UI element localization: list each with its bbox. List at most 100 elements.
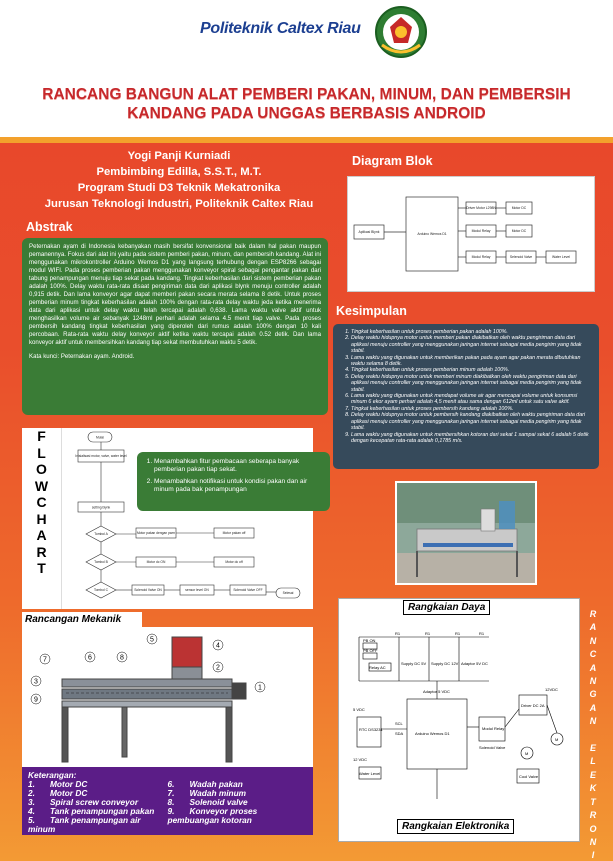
flow-letter: O (36, 461, 47, 477)
callout-5: 5 (150, 637, 154, 644)
item-text: Wadah minum (189, 788, 247, 798)
title-line-1: RANCANG BANGUN ALAT PEMBERI PAKAN, MINUM… (42, 86, 571, 103)
kesimpulan-list: Tingkat keberhasilan untuk proses pember… (341, 329, 593, 444)
vert-letter: N (589, 716, 597, 727)
daya-adaptor: Adaptor 5V DC (461, 661, 488, 666)
item-text: Solenoid valve (189, 797, 248, 807)
supervisor: Pembimbing Edilla, S.S.T., M.T. (96, 166, 262, 178)
flow-letter: W (34, 477, 49, 494)
abstrak-heading: Abstrak (26, 220, 73, 234)
list-item: 2.Motor DC (28, 789, 168, 798)
daya-pb-on: PB ON (363, 638, 376, 643)
rangkaian-svg: PB ON PB OFF R1 R1 R1 R1 Relay AC Supply… (353, 631, 564, 799)
elek-valve: Cool Valve (519, 774, 539, 779)
vert-letter: A (589, 702, 597, 713)
item-text: Motor DC (50, 779, 88, 789)
vert-letter: L (590, 756, 596, 767)
mekanik-drawing: 5 4 7 6 8 2 3 1 9 (22, 627, 313, 767)
flow-letter: H (36, 510, 47, 527)
poster-title: RANCANG BANGUN ALAT PEMBERI PAKAN, MINUM… (20, 85, 593, 123)
callout-6: 6 (88, 655, 92, 662)
block-diagram: Aplikasi Blynk Arduino Wemos D1 Driver M… (347, 176, 595, 292)
callout-9: 9 (34, 697, 38, 704)
flow-tombol-b: Tombol B (94, 560, 109, 564)
item-text: Tank penampungan air minum (28, 815, 141, 834)
item-text: Spiral screw conveyor (50, 797, 139, 807)
keterangan-right: 6.Wadah pakan 7.Wadah minum 8. Solenoid v… (168, 780, 308, 834)
flowchart-svg: Mulai Inisialisasi motor, valve, water l… (75, 431, 301, 599)
list-item: 1.Motor DC (28, 780, 168, 789)
callout-8: 8 (120, 655, 124, 662)
list-item: 9.Konveyor proses pembuangan kotoran (168, 807, 308, 825)
vert-letter: K (589, 783, 597, 794)
vert-letter: R (589, 609, 597, 619)
flow-start: Mulai (96, 436, 104, 440)
block-driver: Driver Motor L298N (466, 206, 496, 210)
elek-sda: SDA (395, 731, 404, 736)
vert-letter: C (589, 649, 597, 660)
item-number: 9. (167, 806, 175, 816)
daya-r1-a: R1 (395, 631, 401, 636)
flow-tombol-c: Tombol C (94, 588, 109, 592)
rangkaian-daya-heading: Rangkaian Daya (403, 600, 491, 615)
elek-12vdc-top: 12VDC (545, 687, 558, 692)
flow-letter: C (36, 494, 47, 510)
list-item: Tingkat keberhasilan untuk proses pember… (351, 367, 593, 373)
elek-motor-1: M (555, 737, 558, 742)
divider (0, 137, 613, 143)
flow-letter: A (36, 527, 47, 543)
flow-valve-off: Solenoid Valve OFF (233, 588, 262, 592)
item-number: 6. (167, 779, 175, 789)
elek-scl: SCL (395, 721, 404, 726)
vert-letter: N (589, 836, 597, 847)
abstrak-box: Peternakan ayam di Indonesia kebanyakan … (22, 238, 328, 415)
list-item: 7.Wadah minum (168, 789, 308, 798)
block-diagram-svg: Aplikasi Blynk Arduino Wemos D1 Driver M… (353, 196, 577, 272)
elek-solenoid: Solenoid Valve (479, 745, 506, 750)
vert-letter: R (589, 810, 597, 821)
elek-relay: Modul Relay (482, 726, 504, 731)
vert-letter: N (589, 635, 597, 646)
saran-box: Menambahkan fitur pembacaan seberapa ban… (137, 452, 330, 511)
authors-block: Yogi Panji Kurniadi Pembimbing Edilla, S… (14, 148, 344, 212)
keterangan-heading: Keterangan: (28, 770, 77, 780)
keterangan-columns: 1.Motor DC 2.Motor DC 3.Spiral screw con… (28, 780, 307, 834)
flow-blynk: setting blynk (92, 506, 111, 510)
vert-letter: A (589, 662, 597, 673)
elek-5vdc: 5 VDC (353, 707, 365, 712)
elek-arduino: Arduino Wemos D1 (415, 731, 450, 736)
list-item: 3.Spiral screw conveyor (28, 798, 168, 807)
abstrak-body: Peternakan ayam di Indonesia kebanyakan … (29, 243, 321, 346)
list-item: 6.Wadah pakan (168, 780, 308, 789)
list-item: Tingkat keberhasilan untuk proses pember… (351, 329, 593, 335)
flow-motor-off: Motor pakan off (223, 531, 246, 535)
kesimpulan-heading: Kesimpulan (336, 304, 407, 318)
flowchart-vertical-label: F L O W C H A R T (22, 428, 62, 609)
flow-init: Inisialisasi motor, valve, water level (75, 454, 127, 458)
mekanik-svg: 5 4 7 6 8 2 3 1 9 (30, 633, 266, 763)
rangkaian-elektronika-heading: Rangkaian Elektronika (397, 819, 515, 834)
flow-dc-off: Motor dc off (225, 560, 242, 564)
callout-3: 3 (34, 679, 38, 686)
elek-rtc: RTC DS3231 (359, 727, 383, 732)
vert-letter: T (590, 796, 596, 807)
list-item: Delay waktu hidupnya motor untuk memberi… (351, 335, 593, 354)
block-motor-1: Motor DC (512, 206, 527, 210)
flow-tombol-a: Tombol A (94, 532, 108, 536)
item-number: 8. (167, 797, 175, 807)
list-item: Lama waktu yang digunakan untuk memberik… (351, 355, 593, 368)
block-arduino: Arduino Wemos D1 (417, 232, 446, 236)
callout-1: 1 (258, 685, 262, 692)
daya-r1-b: R1 (425, 631, 431, 636)
device-photo-illustration (397, 483, 535, 583)
crest-logo-icon (375, 6, 427, 58)
flow-letter: L (37, 444, 46, 461)
item-text: Tank penampungan pakan (50, 806, 155, 816)
list-item: 8. Solenoid valve (168, 798, 308, 807)
block-motor-2: Motor DC (512, 229, 527, 233)
daya-supply-5v: Supply DC 5V (401, 661, 426, 666)
keterangan-left: 1.Motor DC 2.Motor DC 3.Spiral screw con… (28, 780, 168, 834)
list-item: 5.Tank penampungan air minum (28, 816, 168, 834)
daya-r1-c: R1 (455, 631, 461, 636)
list-item: 4.Tank penampungan pakan (28, 807, 168, 816)
